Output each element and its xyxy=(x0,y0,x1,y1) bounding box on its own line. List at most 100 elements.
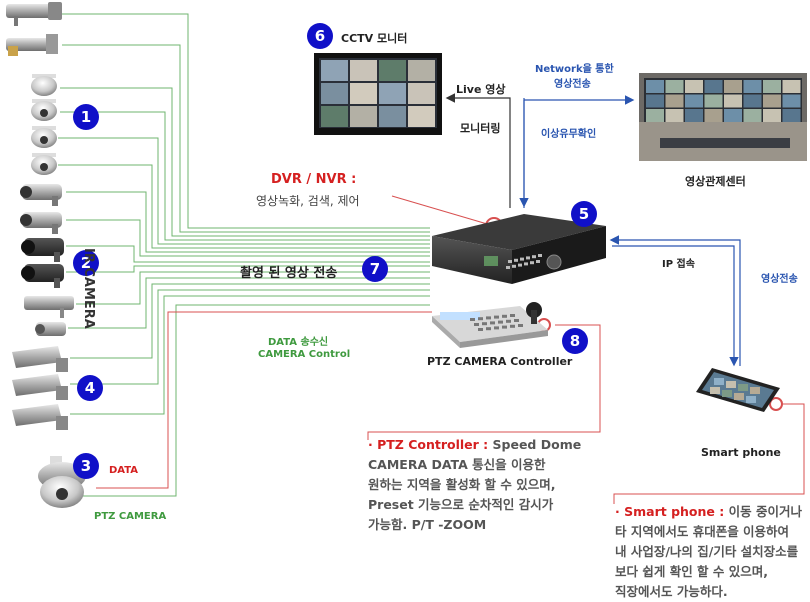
dvr-button xyxy=(508,260,512,263)
dome-camera-icon xyxy=(31,153,57,175)
video-tile xyxy=(350,83,377,104)
ptz-key xyxy=(486,327,491,331)
video-tile xyxy=(763,109,781,122)
note-title: PTZ Controller : xyxy=(377,437,489,452)
video-tile xyxy=(763,80,781,93)
ptz-note-bracket xyxy=(367,324,601,440)
ptz-controller-icon xyxy=(432,302,548,348)
monitoring-label: 모니터링 xyxy=(460,122,501,135)
ptz-key xyxy=(514,319,519,322)
video-tile xyxy=(321,106,348,127)
dvr-button xyxy=(512,264,516,268)
ptz-key xyxy=(494,315,499,319)
ptz-controller-note: · PTZ Controller : Speed Dome CAMERA DAT… xyxy=(368,435,581,535)
dvr-button xyxy=(526,256,530,260)
cctv-monitor-label: CCTV 모니터 xyxy=(341,32,408,45)
video-tile xyxy=(379,106,406,127)
video-tile xyxy=(782,109,801,122)
badge-8: 8 xyxy=(562,328,588,354)
video-tile xyxy=(379,60,406,81)
ptz-key xyxy=(478,317,483,321)
ir-camera-label: IR CAMERA xyxy=(81,248,96,329)
dvr-button xyxy=(506,266,510,269)
video-tile xyxy=(408,106,435,127)
video-tile xyxy=(724,80,742,93)
badge-1: 1 xyxy=(73,104,99,130)
dvr-button xyxy=(536,260,540,263)
camera-control-label: CAMERA Control xyxy=(258,349,351,360)
dvr-button xyxy=(518,263,522,267)
smart-phone-note: · Smart phone : 이동 중이거나 타 지역에서도 휴대폰을 이용하… xyxy=(615,502,802,602)
note-line: 타 지역에서도 휴대폰을 이용하여 xyxy=(615,524,790,539)
video-tile xyxy=(408,83,435,104)
video-tile xyxy=(646,94,664,108)
video-to-phone-arrow xyxy=(612,245,739,367)
ir-bullet-camera-icon xyxy=(21,238,64,262)
video-tile xyxy=(704,109,723,122)
anomaly-check-label: 이상유무확인 xyxy=(541,129,597,140)
note-bullet: · xyxy=(615,504,620,519)
ptz-key xyxy=(474,323,479,326)
dvr-button xyxy=(524,262,528,266)
housing-camera-icon xyxy=(24,296,74,318)
transmit-video-label: 촬영 된 영상 전송 xyxy=(240,266,338,281)
note-line: 내 사업장/나의 집/기타 설치장소를 xyxy=(615,544,799,559)
note-line: Preset 기능으로 순차적인 감시가 xyxy=(368,497,554,512)
network-transfer-label-2: 영상전송 xyxy=(554,79,591,90)
outdoor-camera-icon xyxy=(12,346,68,372)
ptz-key xyxy=(494,326,499,330)
phone-marker xyxy=(769,397,783,411)
dome-camera-icon xyxy=(31,126,57,148)
outdoor-camera-icon xyxy=(12,374,68,400)
note-title: Smart phone : xyxy=(624,504,725,519)
video-tile xyxy=(685,80,703,93)
ptz-key xyxy=(490,321,495,325)
ptz-key xyxy=(502,325,507,329)
dvr-button xyxy=(514,258,518,262)
data-label: DATA xyxy=(109,465,139,476)
ptz-key xyxy=(498,320,503,324)
note-line: 직장에서도 가능하다. xyxy=(615,584,728,599)
dvr-nvr-icon xyxy=(432,214,606,284)
dvr-leader-line xyxy=(391,195,495,227)
box-camera-icon xyxy=(6,2,62,26)
smart-phone-label: Smart phone xyxy=(701,446,781,459)
phone-video-tile xyxy=(722,390,732,397)
live-video-label: Live 영상 xyxy=(456,83,506,96)
video-tile xyxy=(704,80,723,93)
ptz-key xyxy=(502,314,507,318)
ptz-key xyxy=(510,314,515,317)
video-tile xyxy=(782,94,801,108)
dome-camera-icon xyxy=(31,99,57,121)
video-tile xyxy=(408,60,435,81)
cctv-monitor-icon xyxy=(314,53,442,135)
control-center-label: 영상관제센터 xyxy=(685,175,746,188)
video-tile xyxy=(350,60,377,81)
phone-video-tile xyxy=(746,396,756,403)
video-tile xyxy=(379,83,406,104)
phone-video-tile xyxy=(714,378,724,385)
ptz-key xyxy=(482,322,487,326)
note-line: CAMERA DATA 통신을 이용한 xyxy=(368,457,546,472)
video-transfer-label: 영상전송 xyxy=(761,274,798,285)
dvr-nvr-title: DVR / NVR : xyxy=(271,172,357,187)
video-tile xyxy=(743,94,762,108)
ptz-controller-label: PTZ CAMERA Controller xyxy=(427,355,573,368)
data-cable-line xyxy=(96,311,432,489)
video-tile xyxy=(646,109,664,122)
ptz-key xyxy=(486,316,491,320)
badge-5: 5 xyxy=(571,201,597,227)
video-tile xyxy=(321,83,348,104)
badge-6: 6 xyxy=(307,23,333,49)
dvr-button xyxy=(538,254,542,257)
dome-camera-icon xyxy=(31,74,57,96)
note-bullet: · xyxy=(368,437,373,452)
camera-column xyxy=(6,2,86,508)
dvr-button xyxy=(532,255,536,259)
phone-video-tile xyxy=(726,381,736,388)
ip-access-label: IP 접속 xyxy=(662,259,695,270)
note-line: 이동 중이거나 xyxy=(724,504,802,519)
note-line: Speed Dome xyxy=(488,437,582,452)
